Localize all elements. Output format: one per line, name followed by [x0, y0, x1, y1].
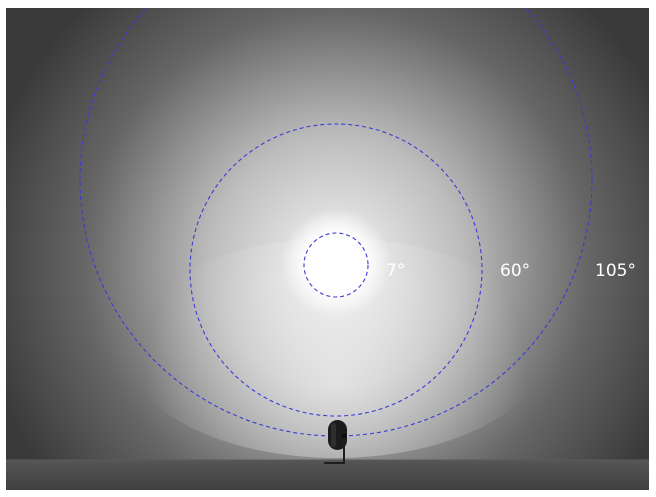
lower-glow: [126, 238, 546, 458]
spotlight-fixture-icon: [324, 420, 347, 464]
light-beam-diagram: 7° 60° 105°: [6, 8, 649, 490]
beam-label-narrow: 7°: [386, 261, 405, 281]
beam-hotspot: [276, 206, 396, 326]
beam-label-wide: 105°: [595, 261, 636, 281]
beam-label-medium: 60°: [500, 261, 530, 281]
floor: [6, 460, 649, 490]
beam-circle-medium: [189, 123, 483, 417]
beam-circle-narrow: [303, 232, 369, 298]
beam-spread-svg: 7° 60° 105°: [6, 8, 649, 490]
